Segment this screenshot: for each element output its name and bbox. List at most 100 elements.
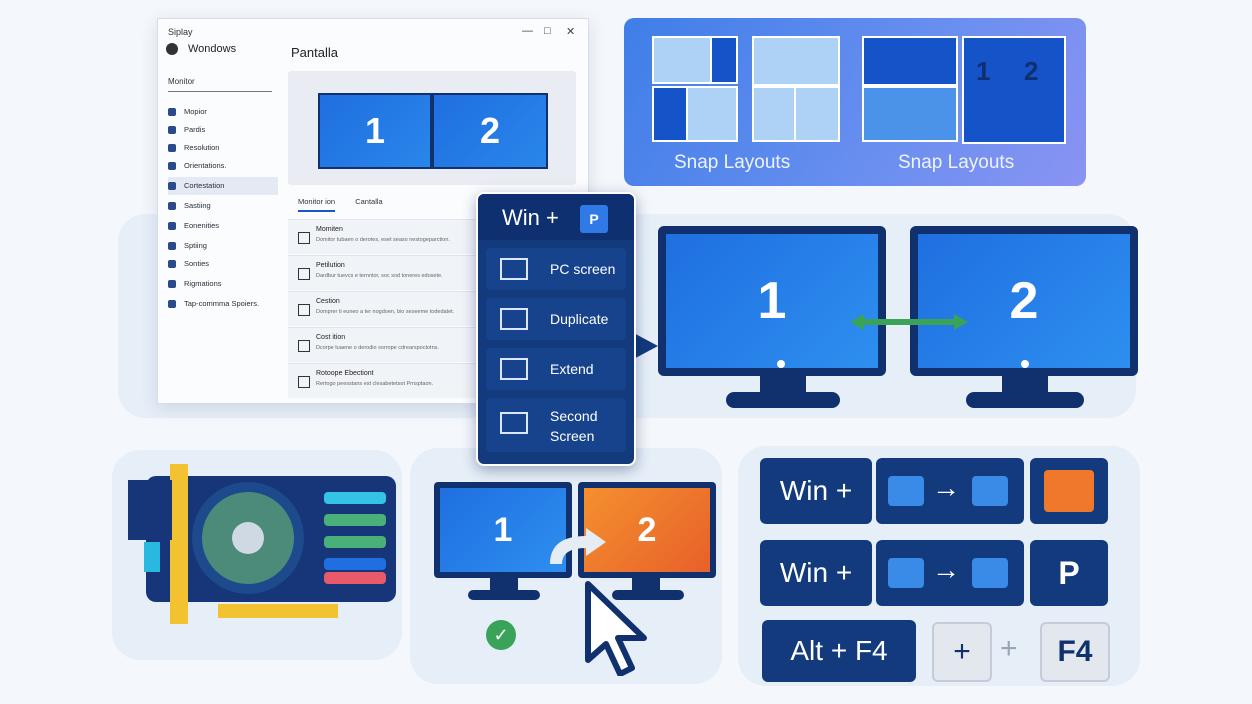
display-arrangement: 1 2 (288, 71, 576, 185)
window-icon (888, 476, 924, 506)
plus-icon: + (953, 635, 971, 668)
snap-tile[interactable] (962, 36, 1066, 144)
display-1[interactable]: 1 (318, 93, 432, 169)
monitor-1: 1 (658, 226, 886, 376)
maximize-icon[interactable]: □ (544, 25, 551, 37)
sidebar-item-9[interactable]: Rigmations (168, 275, 278, 293)
snap-number-2: 2 (1024, 56, 1039, 86)
page-title: Pantalla (291, 45, 338, 60)
graphics-card-icon (128, 464, 396, 624)
close-icon[interactable]: ✕ (566, 26, 576, 38)
menu-item-pc-screen[interactable]: PC screen (486, 248, 626, 290)
monitor-icon (298, 232, 310, 244)
plus-separator: + (1000, 632, 1018, 665)
win-key-1: Win + (760, 458, 872, 524)
sidebar-icon (168, 300, 176, 309)
pc-screen-icon (500, 258, 528, 280)
drag-monitor-2: 2 (578, 482, 716, 578)
sidebar-icon (168, 222, 176, 231)
tab-bar: Monitor ion Cantalla (298, 197, 401, 212)
snap-layouts-panel: 1 2 Snap Layouts Snap Layouts (624, 18, 1086, 186)
f4-key: F4 (1040, 622, 1110, 682)
title-bar: Siplay — □ ✕ (158, 19, 588, 47)
arrow-right-icon: → (932, 472, 960, 503)
extend-arrow-icon (850, 314, 968, 330)
sidebar-icon (168, 126, 176, 135)
sidebar-item-4[interactable]: Cortestation (168, 177, 278, 195)
snap-tile[interactable] (686, 86, 738, 142)
alt-f4-key: Alt + F4 (762, 620, 916, 682)
window-snap-icon (1044, 470, 1094, 512)
drag-monitor-1: 1 (434, 482, 572, 578)
move-arrow-icon (550, 528, 606, 564)
sidebar-item-8[interactable]: Sonties (168, 255, 278, 273)
sidebar-icon (168, 202, 176, 211)
sidebar-item-0[interactable]: Mopior (168, 103, 278, 121)
win-key-2: Win + (760, 540, 872, 606)
sidebar-item-10[interactable]: Tap-commma Spoiers. (168, 295, 278, 313)
key-orange (1030, 458, 1108, 524)
monitor-2: 2 (910, 226, 1138, 376)
menu-item-duplicate[interactable]: Duplicate (486, 298, 626, 340)
monitor-base (726, 392, 840, 408)
p-key-large: P (1030, 540, 1108, 606)
snap-number-1: 1 (976, 56, 991, 86)
sidebar-item-3[interactable]: Orientations. (168, 157, 278, 175)
drag-monitor-1-screen: 1 (440, 488, 566, 572)
monitor-stand (632, 578, 660, 592)
window-title: Siplay (168, 27, 193, 37)
check-icon: ✓ (486, 620, 516, 650)
sidebar-item-6[interactable]: Eonenities (168, 217, 278, 235)
user-account[interactable]: Wondows (166, 43, 236, 56)
shortcut-window-move-2: → (876, 540, 1024, 606)
power-led (1021, 360, 1029, 368)
duplicate-icon (500, 308, 528, 330)
monitor-base (966, 392, 1084, 408)
drag-monitor-2-screen: 2 (584, 488, 710, 572)
snap-label-right: Snap Layouts (898, 152, 1015, 173)
snap-tile[interactable] (752, 86, 796, 142)
sidebar-item-2[interactable]: Resolution (168, 139, 278, 157)
menu-item-second-screen[interactable]: Second Screen (486, 398, 626, 452)
sidebar-item-5[interactable]: Sastiing (168, 197, 278, 215)
sidebar-item-7[interactable]: Sptiing (168, 237, 278, 255)
snap-tile[interactable] (710, 36, 738, 84)
cursor-icon (585, 581, 647, 676)
sidebar-icon (168, 108, 176, 117)
tab-monitor[interactable]: Monitor ion (298, 197, 336, 212)
display-icon (972, 558, 1008, 588)
monitor-stand (1002, 376, 1048, 394)
snap-tile[interactable] (652, 86, 688, 142)
monitor-stand (490, 578, 518, 592)
snap-tile[interactable] (862, 36, 958, 86)
extend-icon (500, 358, 528, 380)
window-icon (888, 558, 924, 588)
snap-tile[interactable] (862, 86, 958, 142)
sidebar-icon (168, 144, 176, 153)
display-2[interactable]: 2 (432, 93, 548, 169)
sidebar-item-1[interactable]: Pardis (168, 121, 278, 139)
second-screen-icon (500, 412, 528, 434)
tab-pantalla[interactable]: Cantalla (355, 197, 383, 206)
monitor-stand (760, 376, 806, 394)
search-input[interactable]: Monitor (168, 77, 272, 92)
menu-item-extend[interactable]: Extend (486, 348, 626, 390)
sidebar-icon (168, 182, 176, 191)
snap-tile[interactable] (752, 36, 840, 86)
monitor-2-screen: 2 (918, 234, 1130, 368)
monitor-base (468, 590, 540, 600)
display-icon (972, 476, 1008, 506)
sidebar-icon (168, 280, 176, 289)
user-icon (166, 43, 178, 56)
snap-tile[interactable] (794, 86, 840, 142)
minimize-icon[interactable]: — (522, 25, 533, 37)
power-led (777, 360, 785, 368)
check-icon (298, 340, 310, 352)
project-shortcut: Win + P (478, 194, 634, 240)
monitor-base (612, 590, 684, 600)
